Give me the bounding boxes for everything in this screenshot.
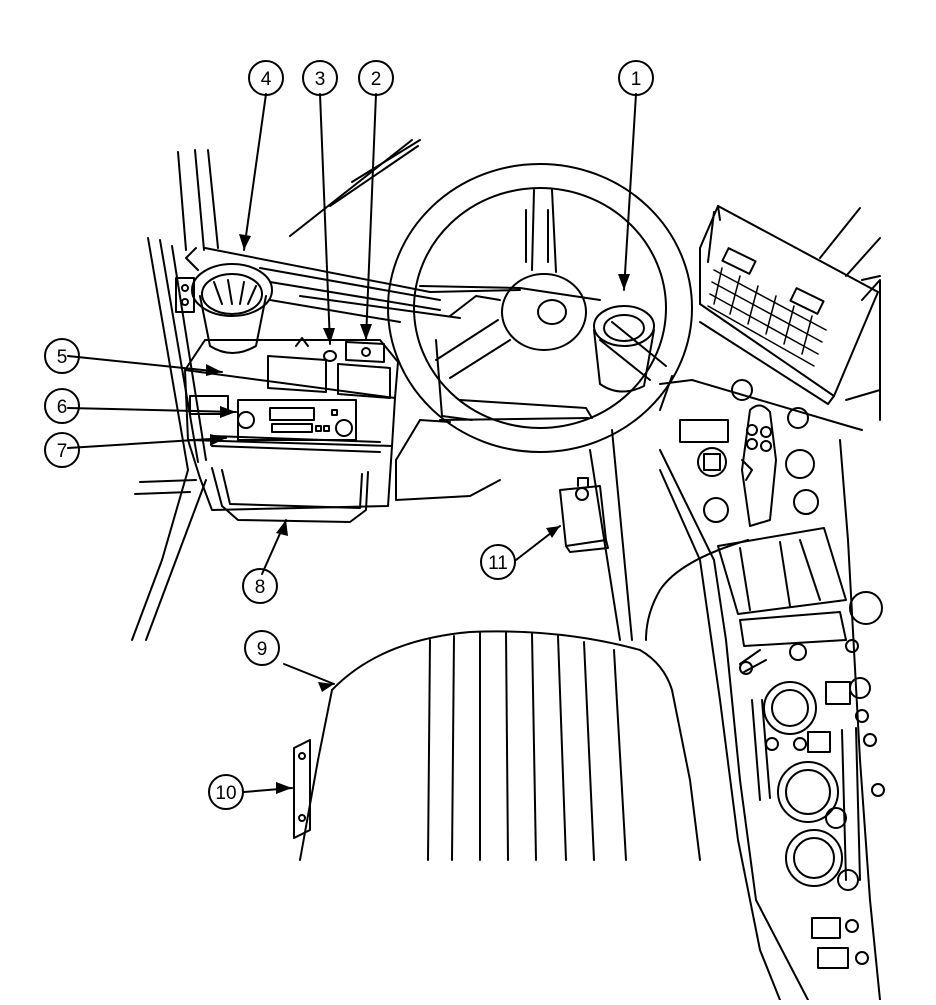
callout-11: 11 bbox=[480, 544, 516, 580]
callout-8-label: 8 bbox=[255, 577, 266, 598]
right-control-console bbox=[645, 375, 885, 1001]
operator-seat bbox=[293, 630, 701, 861]
steering-wheel bbox=[387, 163, 693, 501]
windshield bbox=[289, 139, 421, 237]
callout-5: 5 bbox=[44, 338, 80, 374]
dashboard-ledge bbox=[204, 247, 601, 323]
leader-lines bbox=[67, 93, 637, 793]
callout-3: 3 bbox=[302, 60, 338, 96]
callout-6-label: 6 bbox=[57, 397, 68, 418]
callout-1-label: 1 bbox=[631, 69, 642, 90]
callout-4: 4 bbox=[248, 60, 284, 96]
left-cab-pillar bbox=[131, 149, 219, 641]
callout-2: 2 bbox=[358, 60, 394, 96]
callout-4-label: 4 bbox=[261, 69, 272, 90]
callout-11-label: 11 bbox=[488, 553, 508, 574]
callout-5-label: 5 bbox=[57, 347, 68, 368]
callout-10-label: 10 bbox=[215, 783, 236, 804]
callout-3-label: 3 bbox=[315, 69, 326, 90]
callout-7-label: 7 bbox=[57, 441, 68, 462]
left-console bbox=[184, 337, 399, 523]
callout-10: 10 bbox=[208, 774, 244, 810]
rear-cup-holder bbox=[593, 305, 655, 393]
callout-1: 1 bbox=[618, 60, 654, 96]
callout-7: 7 bbox=[44, 432, 80, 468]
right-cab-pillar bbox=[819, 207, 881, 421]
leader-arrowheads bbox=[206, 234, 630, 794]
floor-module bbox=[559, 429, 633, 641]
cup-holder bbox=[175, 247, 273, 354]
callouts: 1 2 3 4 5 6 7 8 bbox=[44, 60, 654, 810]
callout-6: 6 bbox=[44, 388, 80, 424]
display-panel bbox=[699, 205, 879, 405]
callout-9: 9 bbox=[244, 630, 280, 666]
callout-2-label: 2 bbox=[371, 69, 382, 90]
callout-8: 8 bbox=[242, 568, 278, 604]
callout-9-label: 9 bbox=[257, 639, 268, 660]
